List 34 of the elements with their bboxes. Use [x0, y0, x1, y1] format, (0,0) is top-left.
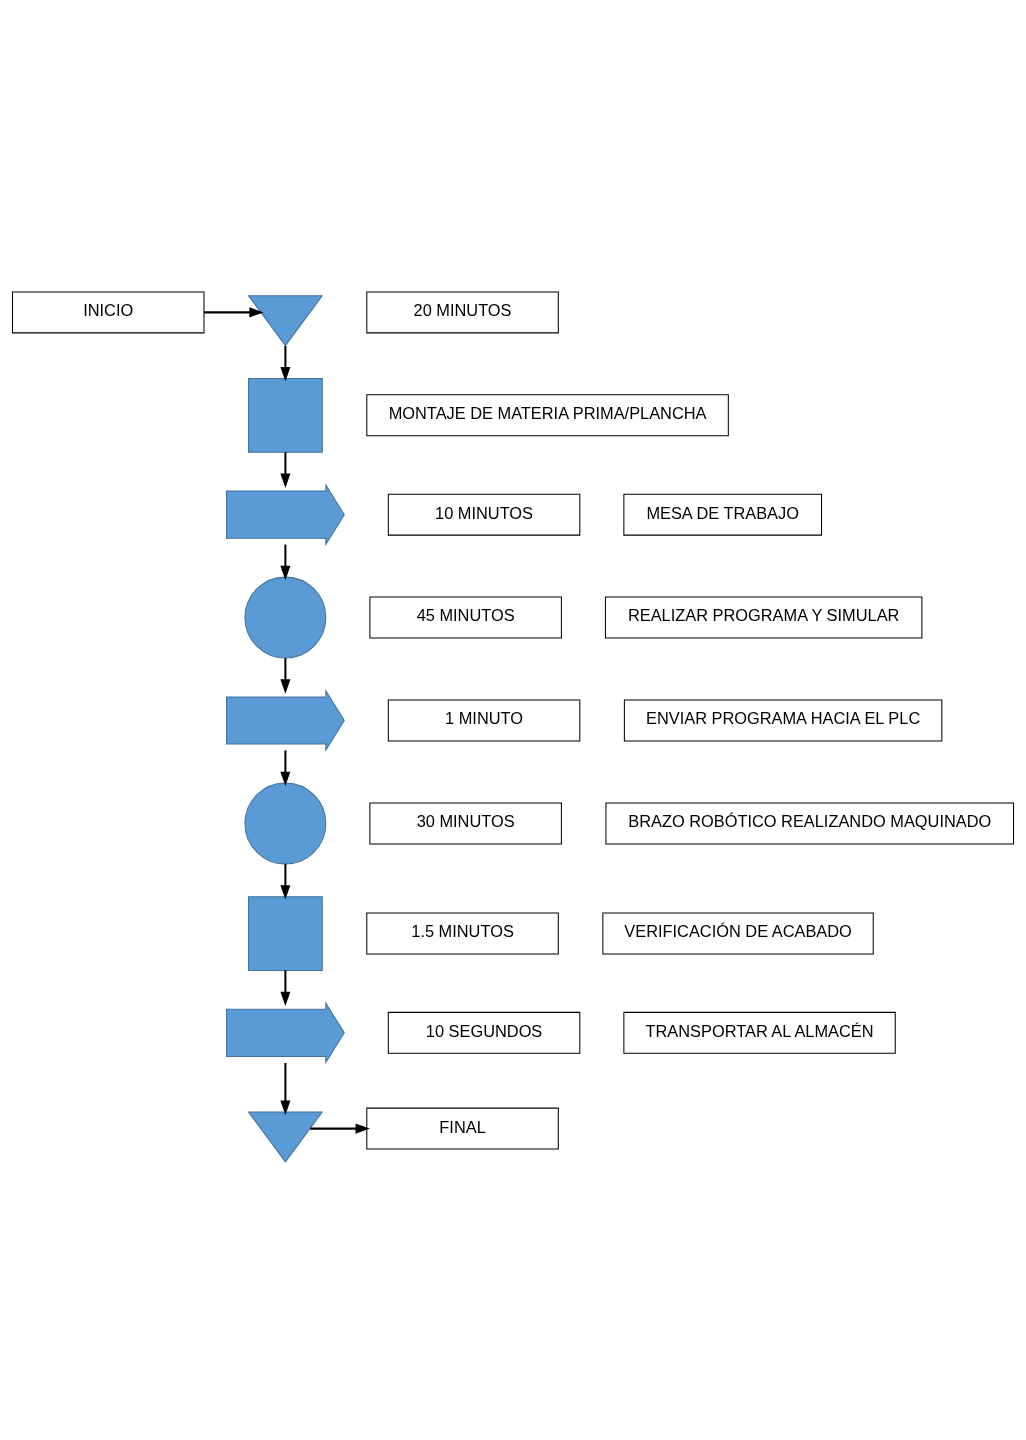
node-box [248, 895, 323, 971]
node-arrow [226, 1000, 345, 1064]
arrow [280, 544, 291, 580]
arrow [280, 451, 291, 488]
arrow [280, 1062, 291, 1115]
node-box: 1.5 MINUTOS [366, 912, 559, 954]
node-box: VERIFICACIÓN DE ACABADO [602, 912, 874, 954]
node-box: TRANSPORTAR AL ALMACÉN [623, 1011, 896, 1054]
node-circle [244, 781, 327, 864]
arrow [280, 657, 291, 694]
node-box: 20 MINUTOS [366, 290, 559, 333]
node-box: 30 MINUTOS [369, 801, 562, 844]
node-box: 10 SEGUNDOS [387, 1011, 581, 1054]
node-box: 45 MINUTOS [369, 596, 562, 639]
node-circle [244, 576, 327, 659]
node-box: 10 MINUTOS [387, 493, 581, 536]
node-box [248, 377, 323, 453]
node-box: 1 MINUTO [387, 699, 581, 741]
arrow [280, 970, 291, 1006]
node-arrow [226, 482, 345, 546]
node-box: FINAL [366, 1107, 559, 1150]
arrow [280, 345, 291, 381]
node-triangle [247, 1110, 324, 1163]
arrow [280, 863, 291, 900]
node-box: MONTAJE DE MATERIA PRIMA/PLANCHA [366, 393, 729, 436]
node-arrow [226, 688, 345, 752]
node-box: ENVIAR PROGRAMA HACIA EL PLC [623, 699, 943, 741]
arrow [204, 306, 264, 317]
node-box: MESA DE TRABAJO [623, 493, 823, 536]
arrow [280, 749, 291, 786]
node-box: REALIZAR PROGRAMA Y SIMULAR [604, 596, 923, 639]
node-box: BRAZO ROBÓTICO REALIZANDO MAQUINADO [605, 801, 1015, 844]
node-box: INICIO [11, 290, 205, 333]
arrow [310, 1123, 370, 1134]
